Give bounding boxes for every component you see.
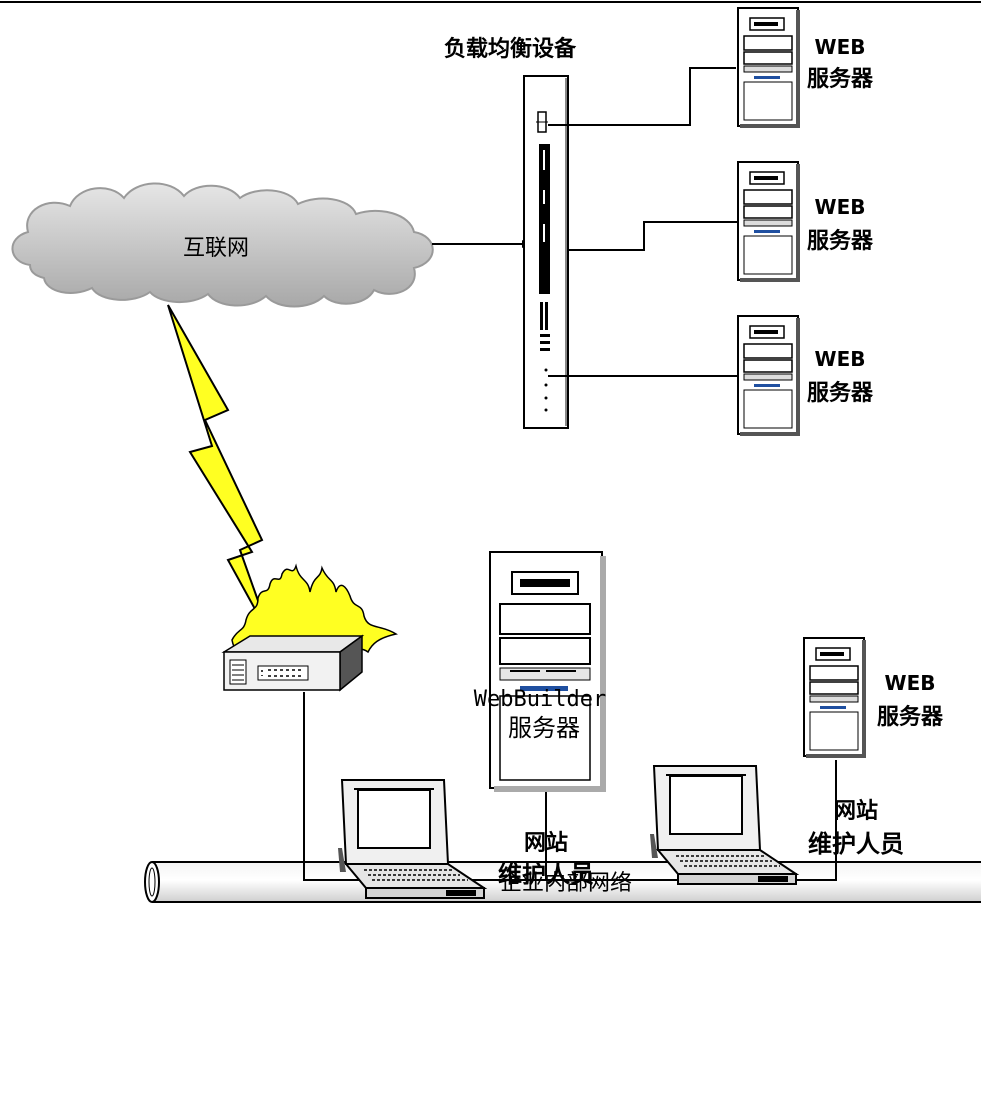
web-server-4-icon [803, 637, 866, 758]
intranet-label: 企业内部网络 [500, 871, 632, 896]
firewall-router-icon [221, 634, 365, 692]
webbuilder-label-line1: WebBuilder [474, 687, 606, 712]
web-server-3-label-line1: WEB [815, 347, 866, 371]
web-server-1-icon [737, 7, 800, 128]
staff-1-label-line2: 维护人员 [498, 860, 594, 888]
intranet-wire-loop [303, 692, 837, 881]
load-balancer-label: 负载均衡设备 [444, 36, 577, 62]
web-server-3-icon [737, 315, 800, 436]
web-server-3-label-line2: 服务器 [807, 381, 874, 406]
web-server-1-label-line2: 服务器 [807, 67, 874, 92]
web-server-2-icon [737, 161, 800, 282]
web-server-2-label-line1: WEB [815, 195, 866, 219]
staff-2-label-line2: 维护人员 [808, 830, 904, 858]
balancer-to-server-1-link [548, 67, 736, 126]
staff-1-label-line1: 网站 [524, 831, 568, 856]
internet-label: 互联网 [183, 236, 249, 261]
web-server-4-label-line1: WEB [885, 671, 936, 695]
laptop-2-icon [650, 765, 800, 885]
webbuilder-label-line2: 服务器 [508, 714, 580, 742]
web-server-1-label-line1: WEB [815, 35, 866, 59]
web-server-2-label-line2: 服务器 [807, 229, 874, 254]
lightning-bolt-icon [167, 304, 273, 641]
web-server-4-label-line2: 服务器 [877, 705, 944, 730]
intranet-backbone-pipe [144, 861, 981, 903]
internet-cloud-icon [11, 182, 434, 308]
laptop-1-icon [338, 779, 488, 899]
staff-2-label-line1: 网站 [834, 799, 878, 824]
webbuilder-server-icon [489, 551, 606, 792]
balancer-to-server-2-link [568, 221, 738, 251]
load-balancer-device [523, 75, 569, 429]
